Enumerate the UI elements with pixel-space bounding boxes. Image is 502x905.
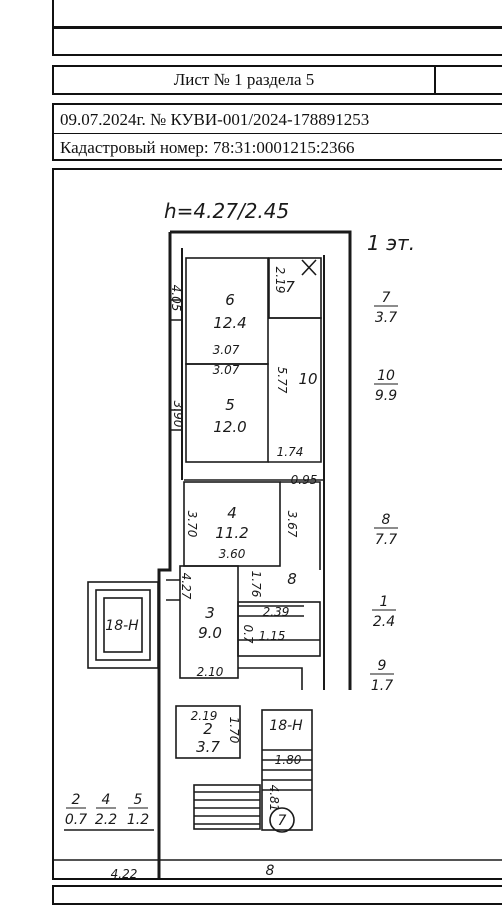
- dim-2-10: 2.10: [197, 665, 224, 679]
- dim-3-70: 3.70: [185, 511, 199, 538]
- dim-4-27: 4.27: [179, 573, 193, 600]
- floor-plan: h=4.27/2.45 1 эт. 6 12.4 5 12.0 4 11.2 3…: [52, 168, 502, 880]
- bottom-room-2-number: 2: [72, 792, 81, 808]
- dim-0-7: 0.7: [241, 624, 255, 643]
- dim-0-95: 0.95: [291, 473, 318, 487]
- dim-4-81: 4.81: [267, 785, 281, 812]
- sheet-label: Лист № 1 раздела 5: [173, 70, 315, 89]
- height-note: h=4.27/2.45: [164, 199, 289, 223]
- side-room-8-area: 7.7: [375, 532, 397, 548]
- sheet-row: Лист № 1 раздела 5: [52, 65, 502, 95]
- room-6-number: 6: [225, 291, 235, 309]
- side-room-1-area: 2.4: [373, 614, 395, 630]
- footer-row: [52, 885, 502, 905]
- dim-4-05: 4.05: [169, 285, 183, 312]
- bottom-room-4-number: 4: [102, 792, 111, 808]
- side-room-9-number: 9: [378, 658, 387, 674]
- document-number: 09.07.2024г. № КУВИ-001/2024-178891253: [60, 110, 370, 129]
- dim-2-19-a: 2.19: [273, 267, 287, 294]
- bottom-room-2-area: 0.7: [65, 812, 87, 828]
- stair-18-n-left: 18-Н: [105, 618, 139, 634]
- cell-divider: [434, 67, 436, 93]
- room-8-number: 8: [287, 570, 297, 588]
- stair-8-label: 8: [266, 863, 275, 879]
- side-room-7-number: 7: [382, 290, 391, 306]
- dim-2-39: 2.39: [263, 605, 290, 619]
- room-10-number: 10: [298, 370, 317, 388]
- side-room-7-area: 3.7: [375, 310, 397, 326]
- floor-label: 1 эт.: [367, 231, 415, 255]
- side-room-10-area: 9.9: [375, 388, 397, 404]
- dim-1-74: 1.74: [277, 445, 304, 459]
- bottom-room-5-area: 1.2: [127, 812, 149, 828]
- stair-7-label: 7: [278, 813, 287, 829]
- side-room-9-area: 1.7: [371, 678, 393, 694]
- dim-3-60: 3.60: [219, 547, 246, 561]
- divider: [54, 133, 502, 134]
- room-2-number: 2: [203, 720, 213, 738]
- side-room-1-number: 1: [380, 594, 389, 610]
- dim-2-19-b: 2.19: [191, 709, 218, 723]
- header-blank-row-1: [52, 0, 502, 28]
- bottom-room-4-area: 2.2: [95, 812, 117, 828]
- bottom-room-5-number: 5: [134, 792, 143, 808]
- room-2-area: 3.7: [196, 738, 220, 756]
- room-3-area: 9.0: [198, 624, 222, 642]
- dim-3-90: 3.90: [171, 401, 185, 428]
- dim-1-70: 1.70: [227, 717, 241, 744]
- room-7-number: 7: [285, 278, 295, 296]
- cadastral-number: Кадастровый номер: 78:31:0001215:2366: [60, 138, 355, 157]
- room-3-number: 3: [205, 604, 215, 622]
- header-blank-row-2: [52, 27, 502, 56]
- room-5-area: 12.0: [213, 418, 246, 436]
- document-info: 09.07.2024г. № КУВИ-001/2024-178891253 К…: [52, 103, 502, 161]
- room-6-area: 12.4: [213, 314, 246, 332]
- dim-1-76: 1.76: [249, 571, 263, 598]
- room-4-area: 11.2: [215, 524, 248, 542]
- dim-3-67: 3.67: [285, 511, 299, 538]
- floor-plan-drawing: h=4.27/2.45 1 эт. 6 12.4 5 12.0 4 11.2 3…: [54, 199, 502, 880]
- stair-18-n-right: 18-Н: [269, 718, 303, 734]
- room-5-number: 5: [225, 396, 235, 414]
- dim-4-22: 4.22: [111, 867, 138, 880]
- room-4-number: 4: [227, 504, 237, 522]
- dim-5-77: 5.77: [275, 367, 289, 394]
- side-room-8-number: 8: [382, 512, 391, 528]
- dim-1-15: 1.15: [259, 629, 286, 643]
- side-room-10-number: 10: [377, 368, 395, 384]
- dim-1-80: 1.80: [275, 753, 302, 767]
- dim-3-07-a: 3.07: [213, 343, 240, 357]
- dim-3-07-b: 3.07: [213, 363, 240, 377]
